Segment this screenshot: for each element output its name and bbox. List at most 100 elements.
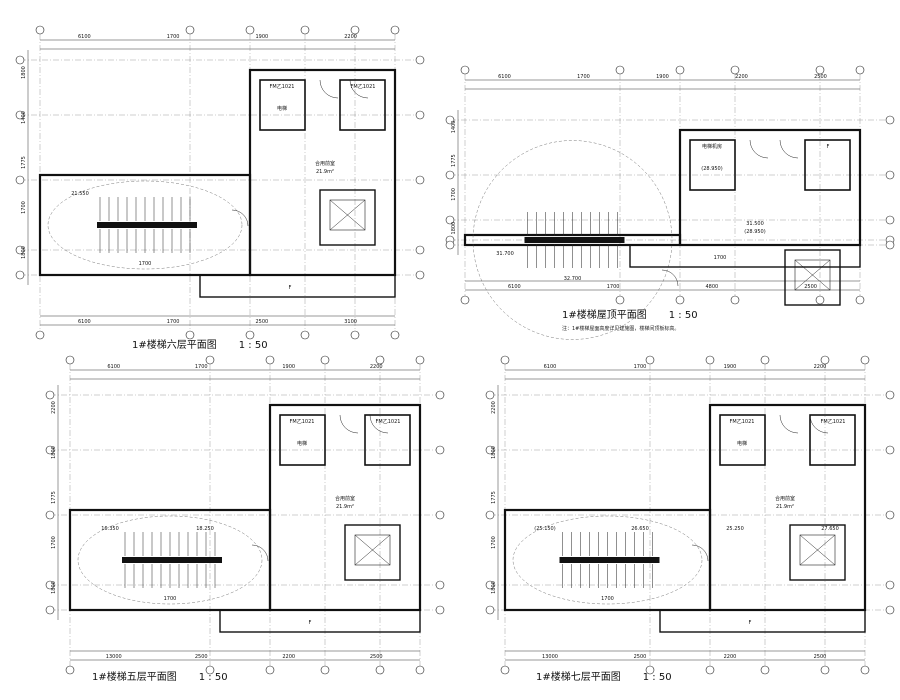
axis-bubble-top: [205, 355, 215, 365]
elevator-car: [329, 199, 366, 231]
door-swing: [339, 414, 359, 434]
plan-label: 合用前室: [775, 495, 795, 502]
axis-bubble-left: [485, 580, 495, 590]
axis-bubble-top: [675, 65, 685, 75]
elevator-car-cross: [794, 259, 831, 291]
dimension-text-left: 1800: [491, 581, 497, 594]
door-swing: [779, 139, 799, 159]
axis-bubble-top: [350, 25, 360, 35]
axis-bubble-right: [885, 390, 895, 400]
dimension-text-left: 1800: [451, 222, 457, 235]
dimension-text-top: 1700: [195, 364, 208, 370]
axis-bubble-left: [485, 445, 495, 455]
plan-label: 1700: [139, 261, 152, 267]
plan-label: 1700: [714, 255, 727, 261]
plan-label: 电梯: [737, 440, 747, 447]
dimension-text-top: 6100: [498, 74, 511, 80]
plan-label: F: [749, 620, 752, 626]
axis-bubble-left: [45, 580, 55, 590]
dimension-text-left: 1800: [21, 66, 27, 79]
dimension-text-bottom: 13000: [542, 654, 558, 660]
plan-label: 电梯: [277, 105, 287, 112]
elevator-car-cross: [329, 199, 366, 231]
axis-bubble-bottom: [615, 295, 625, 305]
axis-bubble-right: [435, 580, 445, 590]
axis-bubble-left: [445, 170, 455, 180]
axis-bubble-top: [760, 355, 770, 365]
axis-bubble-top: [35, 25, 45, 35]
dimension-text-left: 1775: [451, 154, 457, 167]
room-wall: [259, 79, 306, 131]
axis-bubble-top: [645, 355, 655, 365]
axis-bubble-bottom: [35, 330, 45, 340]
elevator-shaft: [319, 189, 376, 246]
axis-bubble-right: [415, 110, 425, 120]
dimension-text-bottom: 2500: [634, 654, 647, 660]
dimension-text-bottom: 4800: [706, 284, 719, 290]
dimension-text-left: 2200: [51, 401, 57, 414]
plan-label: 电梯机房: [702, 143, 722, 150]
stair-handrail: [559, 557, 660, 563]
axis-bubble-top: [265, 355, 275, 365]
room-wall: [804, 139, 851, 191]
axis-bubble-right: [885, 445, 895, 455]
plan-scale: 1 : 50: [198, 672, 228, 683]
corridor-wall: [219, 609, 421, 633]
corridor-wall: [199, 274, 396, 298]
axis-bubble-top: [460, 65, 470, 75]
dimension-text-bottom: 2200: [282, 654, 295, 660]
dimension-text-bottom: 2200: [724, 654, 737, 660]
dimension-text-bottom: 2500: [195, 654, 208, 660]
plan-label: FM乙1021: [351, 83, 376, 90]
dimension-text-left: 1800: [491, 446, 497, 459]
roof-note: 注：1#楼梯屋面高度详见建施图，楼梯间顶板标高。: [562, 326, 680, 332]
axis-bubble-right: [885, 170, 895, 180]
axis-bubble-left: [445, 215, 455, 225]
plan-scale: 1 : 50: [642, 672, 672, 683]
dimension-text-top: 1900: [282, 364, 295, 370]
door-swing: [779, 414, 799, 434]
plan-label: FM乙1021: [376, 418, 401, 425]
axis-bubble-bottom: [245, 330, 255, 340]
axis-bubble-right: [415, 245, 425, 255]
room-wall: [809, 414, 856, 466]
elevation-mark: 18.250: [196, 526, 214, 532]
axis-bubble-bottom: [390, 330, 400, 340]
stair-handrail: [97, 222, 197, 228]
door-swing: [231, 209, 249, 227]
stair-handrail: [524, 237, 625, 243]
axis-bubble-left: [15, 175, 25, 185]
plan-label: 合用前室: [315, 160, 335, 167]
plan-label: FM乙1021: [821, 418, 846, 425]
plan-label: 21.9m²: [336, 504, 354, 510]
door-swing: [809, 414, 829, 434]
axis-bubble-right: [435, 445, 445, 455]
axis-bubble-top: [815, 65, 825, 75]
room-wall: [689, 139, 736, 191]
axis-bubble-bottom: [860, 665, 870, 675]
axis-bubble-right: [435, 390, 445, 400]
door-swing: [369, 414, 389, 434]
corridor-wall: [659, 609, 866, 633]
plan-label: 电梯: [297, 440, 307, 447]
dimension-text-left: 1800: [51, 446, 57, 459]
axis-bubble-bottom: [705, 665, 715, 675]
plan-label: FM乙1021: [730, 418, 755, 425]
plan-scale: 1 : 50: [668, 310, 698, 321]
dimension-text-bottom: 3100: [344, 319, 357, 325]
dimension-text-top: 1700: [634, 364, 647, 370]
plan-label: 21.9m²: [776, 504, 794, 510]
dimension-text-bottom: 6100: [78, 319, 91, 325]
elevation-mark: 27.650: [821, 526, 839, 532]
axis-bubble-right: [885, 580, 895, 590]
dimension-text-left: 1700: [51, 536, 57, 549]
axis-bubble-right: [885, 510, 895, 520]
dimension-text-bottom: 1700: [607, 284, 620, 290]
axis-bubble-right: [435, 605, 445, 615]
elevator-car: [354, 534, 391, 566]
dimension-text-bottom: 13000: [106, 654, 122, 660]
dimension-text-top: 1700: [577, 74, 590, 80]
axis-bubble-top: [855, 65, 865, 75]
